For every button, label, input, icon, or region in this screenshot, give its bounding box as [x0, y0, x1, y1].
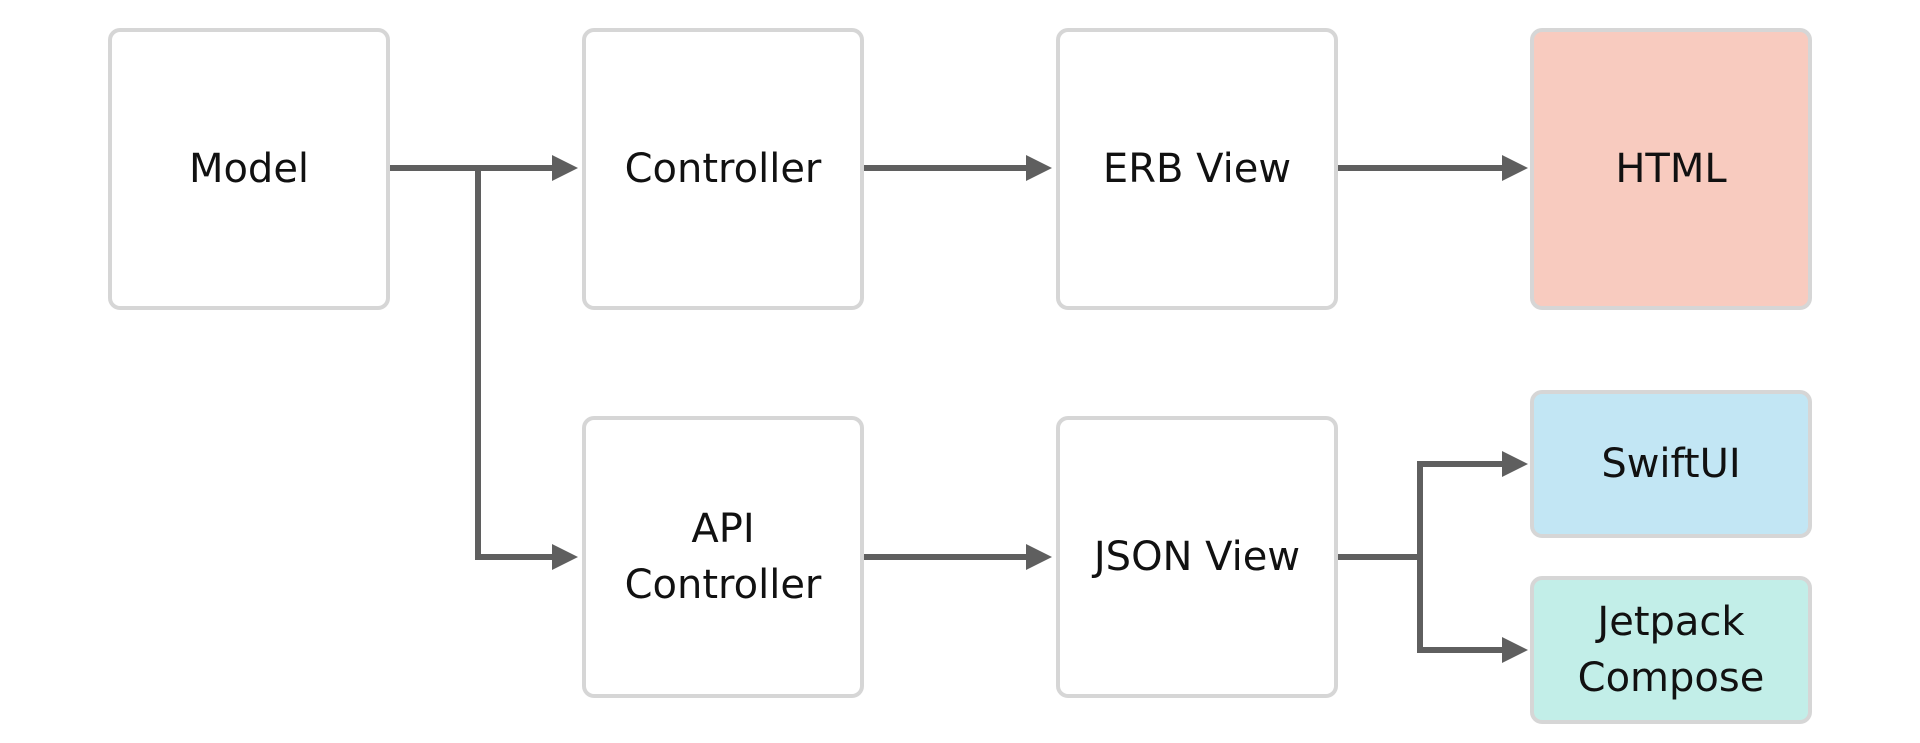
node-model: Model — [108, 28, 390, 310]
node-jetpack-compose: Jetpack Compose — [1530, 576, 1812, 724]
node-json-view-label: JSON View — [1093, 534, 1301, 580]
node-controller-label: Controller — [624, 146, 822, 192]
node-jetpack-compose-label-line-2: Compose — [1577, 655, 1765, 701]
node-controller: Controller — [582, 28, 864, 310]
connector-json-view-swiftui — [1417, 461, 1502, 557]
arrowhead-json-view — [1026, 544, 1052, 570]
node-html-label: HTML — [1615, 146, 1727, 192]
node-swiftui-label: SwiftUI — [1601, 441, 1741, 487]
node-json-view: JSON View — [1056, 416, 1338, 698]
arrowhead-controller — [552, 155, 578, 181]
arrowhead-erb-view — [1026, 155, 1052, 181]
arrowhead-swiftui — [1502, 451, 1528, 477]
node-model-label: Model — [188, 146, 310, 192]
connector-model-api-controller — [475, 168, 552, 560]
node-api-controller: API Controller — [582, 416, 864, 698]
connector-json-view-jetpack-compose — [1417, 557, 1502, 653]
node-html: HTML — [1530, 28, 1812, 310]
node-api-controller-label-line-2: Controller — [624, 562, 822, 608]
arrowhead-html — [1502, 155, 1528, 181]
node-jetpack-compose-label-line-1: Jetpack — [1597, 599, 1745, 645]
node-erb-view: ERB View — [1056, 28, 1338, 310]
arrowhead-jetpack-compose — [1502, 637, 1528, 663]
arrowhead-api-controller — [552, 544, 578, 570]
node-api-controller-label-line-1: API — [691, 506, 755, 552]
node-erb-view-label: ERB View — [1102, 146, 1292, 192]
node-swiftui: SwiftUI — [1530, 390, 1812, 538]
